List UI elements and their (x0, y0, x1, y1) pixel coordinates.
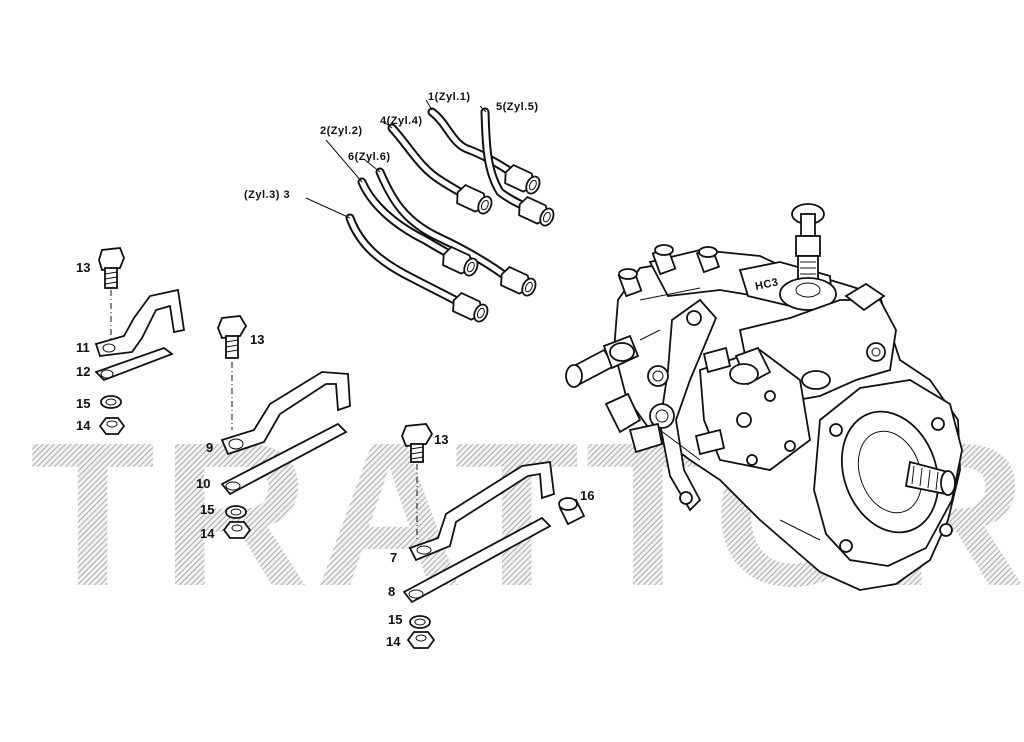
group-a-bracket (94, 288, 186, 357)
pump-control-lever (649, 298, 718, 512)
label-a-bolt: 13 (76, 260, 90, 275)
group-c-strip (402, 516, 552, 604)
label-a-bracket: 11 (76, 340, 90, 355)
label-a-strip: 12 (76, 364, 90, 379)
group-a-bolt (98, 247, 125, 289)
injection-pipes: 1(Zyl.1) 5(Zyl.5) 4(Zyl.4) 2(Zyl.2) 6(Zy… (244, 91, 555, 323)
label-c-nut: 14 (386, 634, 401, 649)
label-c-sleeve: 16 (580, 488, 594, 503)
label-pipe-6: 6(Zyl.6) (348, 151, 391, 163)
pump-marking: HC3 (754, 276, 779, 293)
pump-top-fitting (779, 203, 837, 311)
group-b-strip (220, 422, 348, 496)
bracket-group-b: 13 9 10 15 14 (196, 315, 351, 541)
pipe-3 (345, 213, 489, 323)
label-a-washer: 15 (76, 396, 90, 411)
delivery-valve-holders (617, 244, 721, 298)
label-b-bolt: 13 (250, 332, 264, 347)
pipe-1 (427, 107, 541, 195)
label-b-bracket: 9 (206, 440, 213, 455)
label-b-strip: 10 (196, 476, 210, 491)
bracket-group-c: 13 7 8 16 15 14 (386, 423, 594, 649)
label-pipe-2: 2(Zyl.2) (320, 125, 363, 137)
pipe-1-union-nut (504, 163, 541, 195)
label-pipe-3: (Zyl.3) 3 (244, 189, 290, 201)
group-b-bolt (217, 315, 248, 359)
pipe-6-union-nut (500, 265, 537, 297)
label-c-bolt: 13 (434, 432, 448, 447)
label-a-nut: 14 (76, 418, 91, 433)
group-c-sleeve (558, 497, 586, 526)
bracket-group-a: 13 11 12 15 14 (76, 247, 186, 435)
pipe-2 (357, 177, 479, 277)
pipe-5-union-nut (518, 195, 555, 227)
label-c-washer: 15 (388, 612, 402, 627)
group-b-washer (225, 505, 247, 519)
label-pipe-5: 5(Zyl.5) (496, 101, 539, 113)
pipe-4-union-nut (456, 183, 493, 215)
label-pipe-1: 1(Zyl.1) (428, 91, 471, 103)
group-c-bolt (401, 423, 434, 463)
label-pipe-4: 4(Zyl.4) (380, 115, 423, 127)
group-c-bracket (408, 460, 555, 562)
group-c-nut (406, 631, 436, 649)
group-b-nut (222, 521, 252, 539)
pipe-4 (387, 123, 493, 215)
label-b-nut: 14 (200, 526, 215, 541)
group-a-washer (100, 395, 122, 409)
label-b-washer: 15 (200, 502, 214, 517)
pipe-6 (375, 167, 537, 297)
pipe-3-union-nut (452, 291, 489, 323)
pipe-2-union-nut (442, 245, 479, 277)
label-c-strip: 8 (388, 584, 395, 599)
group-b-bracket (220, 371, 351, 456)
group-c-washer (409, 615, 431, 629)
pump-inlet-fitting (565, 334, 640, 388)
group-a-nut (98, 417, 126, 435)
group-a-strip (94, 346, 174, 382)
label-c-bracket: 7 (390, 550, 397, 565)
pipe-5 (480, 107, 555, 227)
injection-pump: HC3 (565, 203, 963, 591)
